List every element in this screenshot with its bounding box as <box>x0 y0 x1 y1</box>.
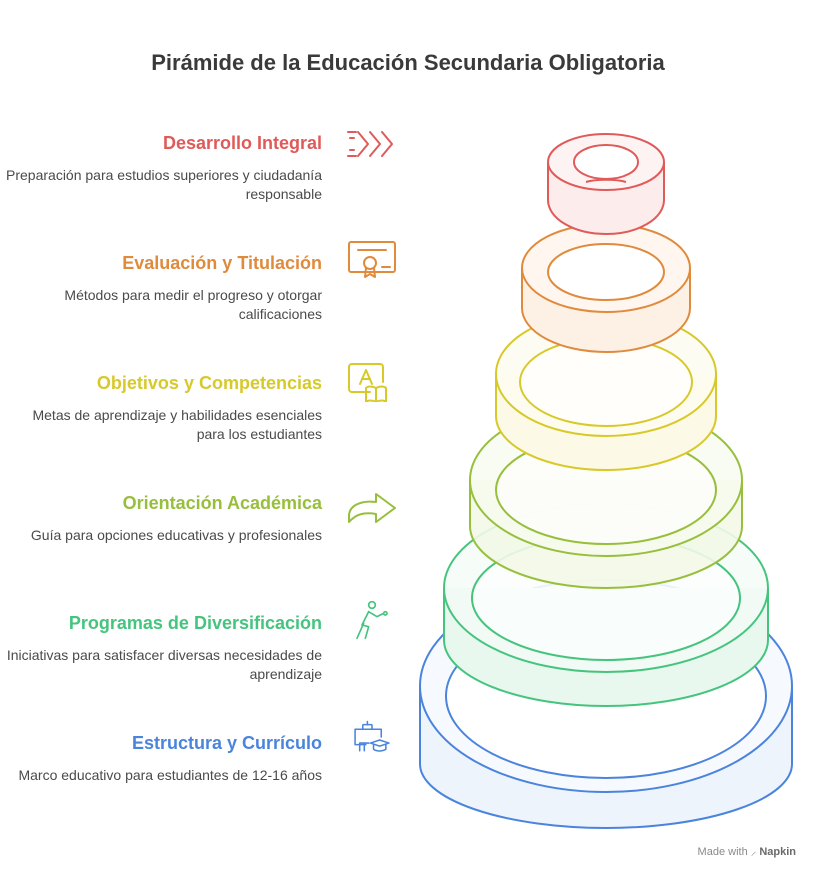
level-evaluacion-titulacion: Evaluación y Titulación Métodos para med… <box>2 253 322 324</box>
level-programas-diversificacion: Programas de Diversificación Iniciativas… <box>2 613 322 684</box>
ring-pyramid <box>419 133 793 829</box>
certificate-icon <box>348 241 396 278</box>
level-heading: Desarrollo Integral <box>162 133 322 153</box>
level-description: Metas de aprendizaje y habilidades esenc… <box>32 407 322 442</box>
chevrons-right-icon <box>347 131 393 157</box>
level-objetivos-competencias: Objetivos y Competencias Metas de aprend… <box>2 373 322 444</box>
ring-objetivos-competencias <box>495 311 717 471</box>
level-heading: Objetivos y Competencias <box>96 373 322 393</box>
credit-brand: Napkin <box>759 846 796 858</box>
level-estructura-curriculo: Estructura y Currículo Marco educativo p… <box>2 733 322 785</box>
ring-desarrollo-integral <box>547 133 665 235</box>
level-heading: Orientación Académica <box>122 493 322 513</box>
level-desarrollo-integral: Desarrollo Integral Preparación para est… <box>2 133 322 204</box>
ring-evaluacion-titulacion <box>521 223 691 353</box>
diagram-title: Pirámide de la Educación Secundaria Obli… <box>151 50 665 75</box>
level-description: Guía para opciones educativas y profesio… <box>30 527 322 543</box>
credit-prefix: Made with <box>697 846 748 858</box>
level-description: Preparación para estudios superiores y c… <box>6 167 322 202</box>
napkin-credit[interactable]: Made with ⸝ Napkin <box>698 844 796 859</box>
level-description: Métodos para medir el progreso y otorgar… <box>64 287 322 322</box>
level-orientacion-academica: Orientación Académica Guía para opciones… <box>2 493 322 545</box>
level-heading: Estructura y Currículo <box>131 733 322 753</box>
level-description: Marco educativo para estudiantes de 12-1… <box>18 767 322 783</box>
level-heading: Evaluación y Titulación <box>122 253 322 273</box>
napkin-logo-icon: ⸝ <box>750 846 757 858</box>
book-letter-icon <box>348 363 387 402</box>
graduation-cap-icon <box>354 720 390 752</box>
level-heading: Programas de Diversificación <box>68 613 322 633</box>
curved-arrow-icon <box>348 493 396 523</box>
level-description: Iniciativas para satisfacer diversas nec… <box>6 647 322 682</box>
person-icon <box>356 600 388 640</box>
